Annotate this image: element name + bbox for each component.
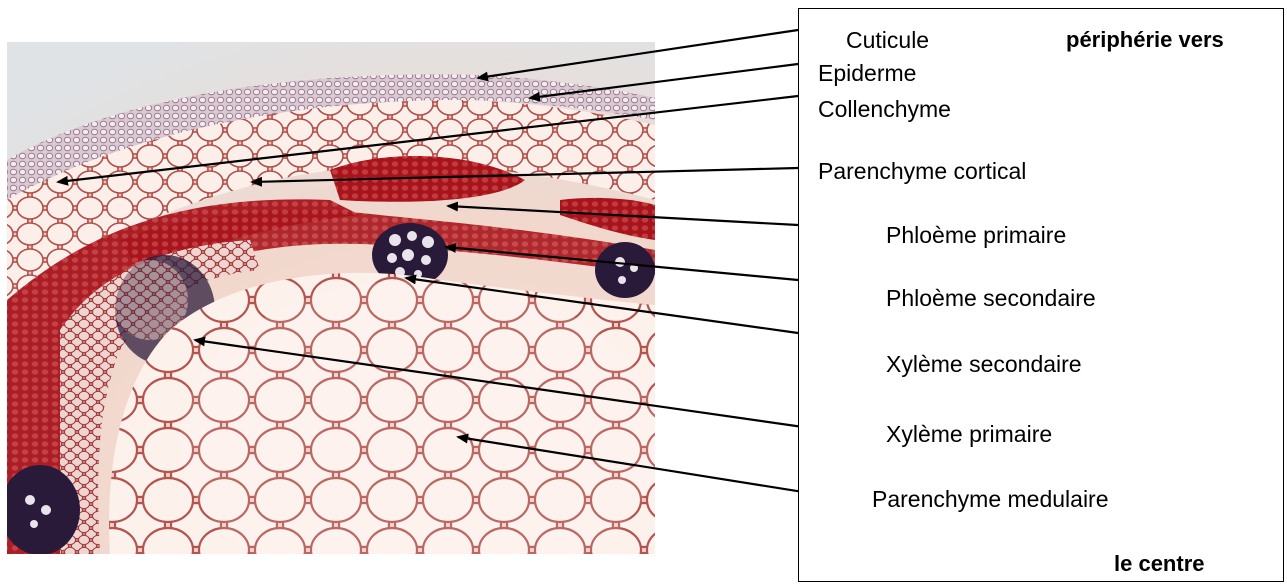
label-collenchyme: Collenchyme <box>818 98 951 121</box>
label-epiderme: Epiderme <box>818 62 916 85</box>
label-phloeme-secondaire: Phloème secondaire <box>886 287 1096 310</box>
direction-label-top: périphérie vers <box>1066 29 1224 51</box>
label-xyleme-secondaire: Xylème secondaire <box>886 353 1082 376</box>
direction-label-bottom: le centre <box>1114 553 1205 575</box>
label-phloeme-primaire: Phloème primaire <box>886 224 1066 247</box>
label-parenchyme-cortical: Parenchyme cortical <box>818 160 1026 183</box>
label-xyleme-primaire: Xylème primaire <box>886 423 1052 446</box>
label-cuticule: Cuticule <box>846 29 929 52</box>
label-parenchyme-medulaire: Parenchyme medulaire <box>872 488 1109 511</box>
